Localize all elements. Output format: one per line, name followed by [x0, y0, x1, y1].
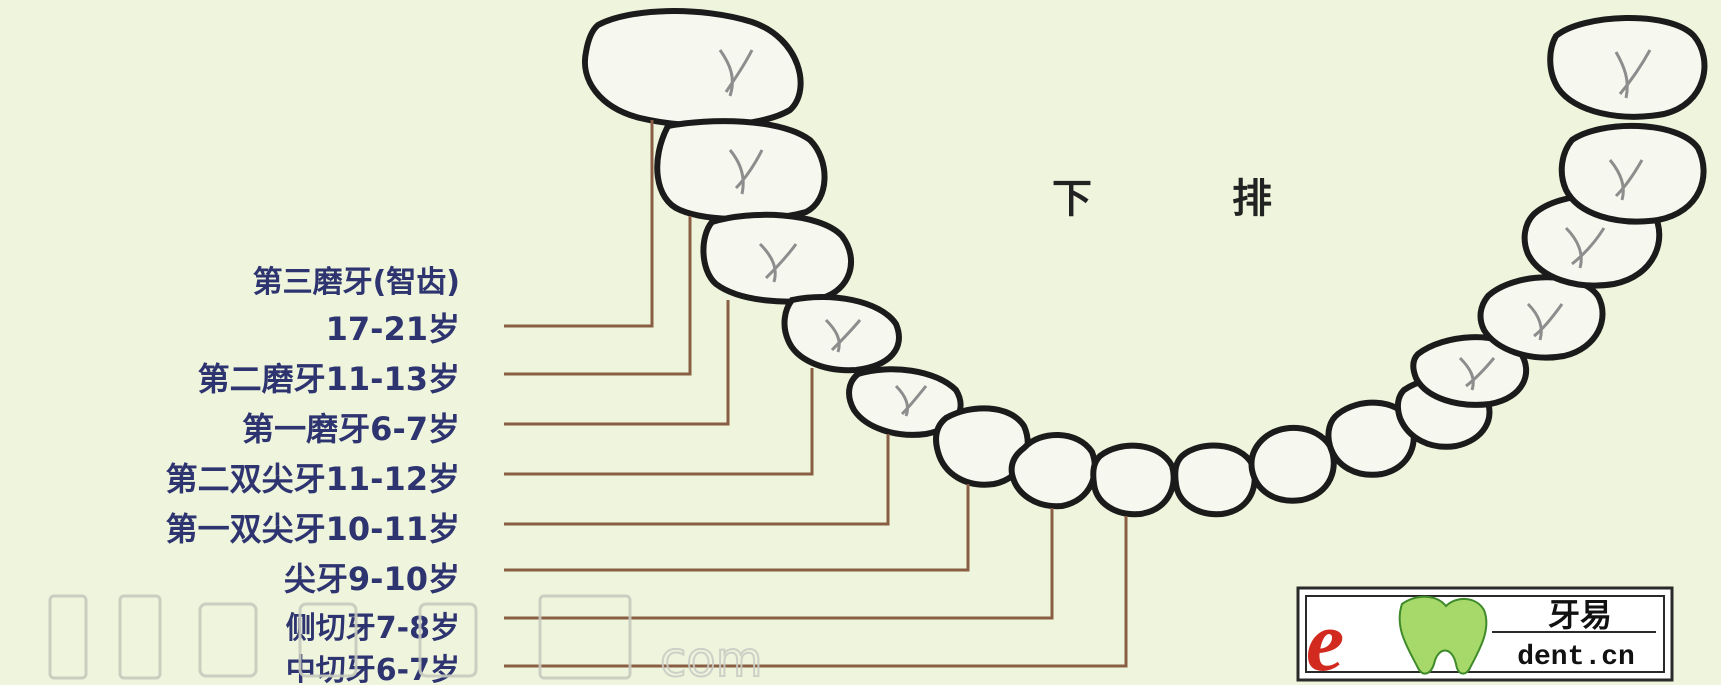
tooth-first-molar-left: [700, 211, 854, 305]
tooth-canine-left: [933, 405, 1031, 488]
label-second-premolar: 第二双尖牙11-12岁: [166, 460, 460, 498]
label-third-molar: 第三磨牙(智齿): [253, 265, 460, 300]
logo-e-letter: e: [1306, 593, 1344, 685]
watermark-text: com: [660, 632, 763, 685]
label-second-molar: 第二磨牙11-13岁: [198, 360, 460, 398]
label-canine: 尖牙9-10岁: [284, 560, 460, 598]
cusp-marks: [718, 49, 1652, 417]
tooth-second-premolar-left: [781, 294, 902, 374]
teeth-left: [582, 8, 1177, 518]
tooth-central-incisor-left: [1090, 442, 1177, 518]
logo-domain: dent.cn: [1517, 642, 1635, 673]
tooth-first-premolar-left: [846, 366, 964, 438]
title-right-char: 排: [1232, 176, 1272, 222]
tooth-logo-icon: [1398, 595, 1488, 675]
label-central-incisor: 中切牙6-7岁: [286, 653, 460, 685]
tooth-fourth-molar-right: [1547, 14, 1708, 120]
label-third-molar-age: 17-21岁: [326, 310, 460, 348]
tooth-first-molar-right: [1477, 274, 1606, 361]
dent-logo: e 牙易 dent.cn: [1296, 586, 1674, 685]
leader-lines: [504, 120, 1128, 668]
tooth-canine-right: [1325, 399, 1417, 478]
tooth-labels: 第三磨牙(智齿) 17-21岁 第二磨牙11-13岁 第一磨牙6-7岁 第二双尖…: [166, 265, 460, 685]
watermark: com: [48, 594, 764, 685]
label-first-molar: 第一磨牙6-7岁: [242, 410, 460, 448]
logo-brand: 牙易: [1548, 599, 1612, 636]
tooth-lateral-incisor-right: [1248, 424, 1337, 504]
label-lateral-incisor: 侧切牙7-8岁: [286, 611, 460, 646]
title-left-char: 下: [1052, 176, 1092, 222]
teeth-right: [1172, 14, 1708, 518]
tooth-central-incisor-right: [1172, 442, 1258, 518]
tooth-lateral-incisor-left: [1008, 432, 1098, 510]
tooth-third-molar-left: [582, 8, 804, 129]
label-first-premolar: 第一双尖牙10-11岁: [166, 510, 460, 548]
